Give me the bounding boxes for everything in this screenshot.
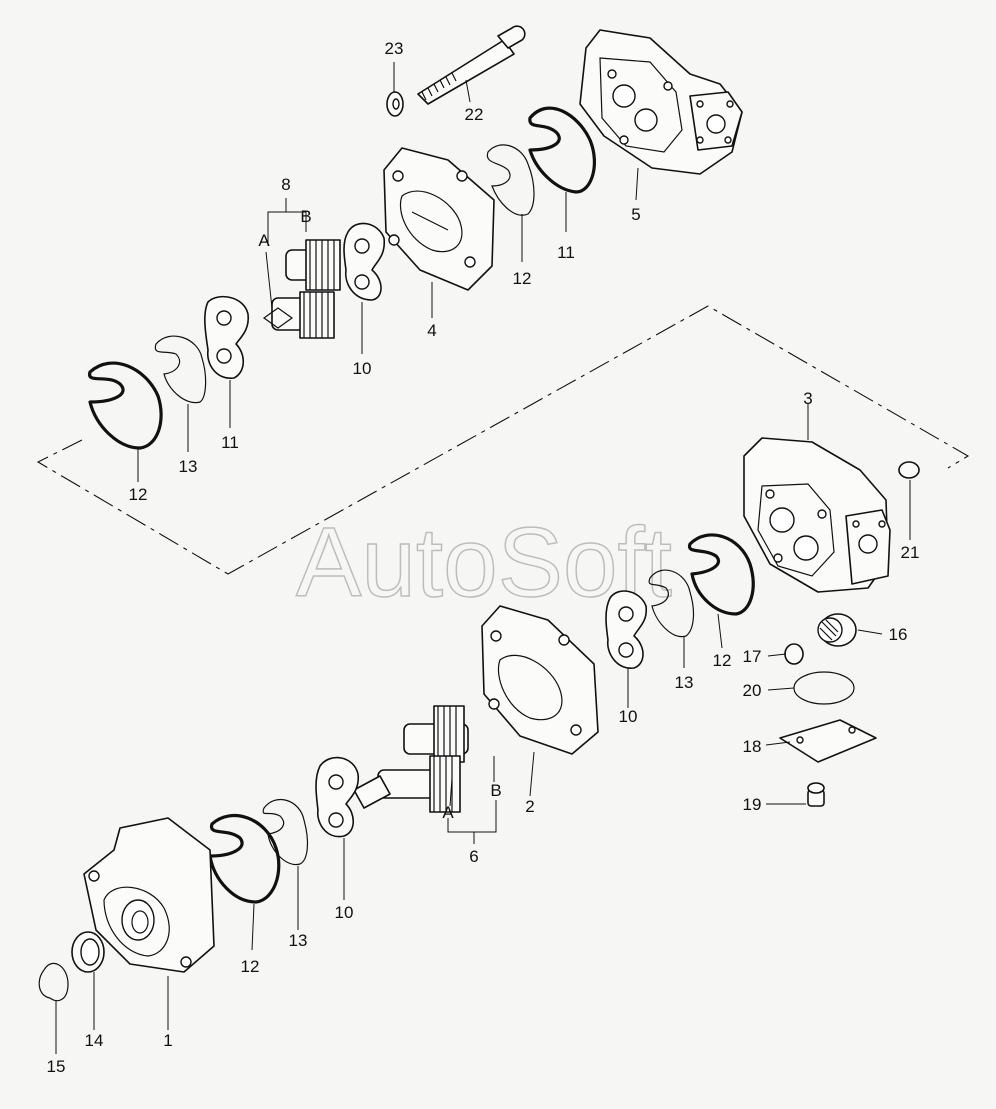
gear-pair-8 xyxy=(262,239,341,339)
part-number-labels: 23 22 5 11 12 4 10 11 13 12 8 B A 3 21 1… xyxy=(47,39,920,1076)
label-1: 1 xyxy=(163,1031,172,1050)
label-13-c: 13 xyxy=(675,673,694,692)
gasket-13-lower-right xyxy=(648,569,695,638)
label-17: 17 xyxy=(743,647,762,666)
gear-housing-4 xyxy=(383,147,495,291)
label-12-b: 12 xyxy=(129,485,148,504)
front-cover-1 xyxy=(83,817,215,973)
label-11-a: 10 xyxy=(353,359,372,378)
bolt-19 xyxy=(807,782,825,807)
seal-12-upper-right xyxy=(528,106,596,194)
rear-cover-5 xyxy=(579,29,743,175)
label-21: 21 xyxy=(901,543,920,562)
snap-ring-15 xyxy=(38,962,69,1002)
seal-12-lower-right xyxy=(687,533,755,616)
label-23: 23 xyxy=(385,39,404,58)
label-18: 18 xyxy=(743,737,762,756)
gear-housing-2 xyxy=(481,605,599,755)
side-plate-11-upper xyxy=(343,222,386,301)
label-13-b: 13 xyxy=(179,457,198,476)
label-8-a: A xyxy=(258,231,270,250)
seal-12-lower-left xyxy=(208,813,281,904)
gasket-13-upper-right xyxy=(486,144,535,216)
label-10-a: 10 xyxy=(619,707,638,726)
rear-cover-3 xyxy=(743,437,891,593)
label-6-a: A xyxy=(442,803,454,822)
side-plate-11-lower xyxy=(204,295,250,379)
label-3: 3 xyxy=(803,389,812,408)
label-5: 5 xyxy=(631,205,640,224)
label-12-d: 12 xyxy=(241,957,260,976)
gasket-13-upper-left xyxy=(154,335,207,404)
gear-pair-6 xyxy=(353,705,469,813)
label-16: 16 xyxy=(889,625,908,644)
side-plate-10-upper xyxy=(605,590,648,669)
label-10-b: 10 xyxy=(335,903,354,922)
needle-bearing-16 xyxy=(817,613,857,647)
label-12-a: 11 xyxy=(557,243,575,262)
label-12-c: 12 xyxy=(713,651,732,670)
leader-lines xyxy=(55,62,911,1054)
cover-plate-18 xyxy=(779,719,877,763)
label-15: 15 xyxy=(47,1057,66,1076)
label-19: 19 xyxy=(743,795,762,814)
washer-23 xyxy=(386,91,404,117)
oil-seal-14 xyxy=(71,931,105,973)
label-14: 14 xyxy=(85,1031,104,1050)
label-13-a: 12 xyxy=(513,269,532,288)
ring-17 xyxy=(784,643,804,665)
plug-21 xyxy=(898,461,920,479)
side-plate-10-lower xyxy=(315,756,360,838)
label-22: 22 xyxy=(465,105,484,124)
label-8: 8 xyxy=(281,175,290,194)
label-4: 4 xyxy=(427,321,436,340)
o-ring-20 xyxy=(793,671,855,705)
seal-12-upper-left xyxy=(88,361,163,450)
label-6: 6 xyxy=(469,847,478,866)
label-13-d: 13 xyxy=(289,931,308,950)
label-6-b: B xyxy=(490,781,501,800)
label-11-b: 11 xyxy=(221,433,239,452)
bolt-22 xyxy=(417,25,526,105)
label-20: 20 xyxy=(743,681,762,700)
label-2: 2 xyxy=(525,797,534,816)
label-8-b: B xyxy=(300,207,311,226)
section-boundary-line xyxy=(36,305,970,575)
gasket-13-lower-left xyxy=(262,798,309,866)
